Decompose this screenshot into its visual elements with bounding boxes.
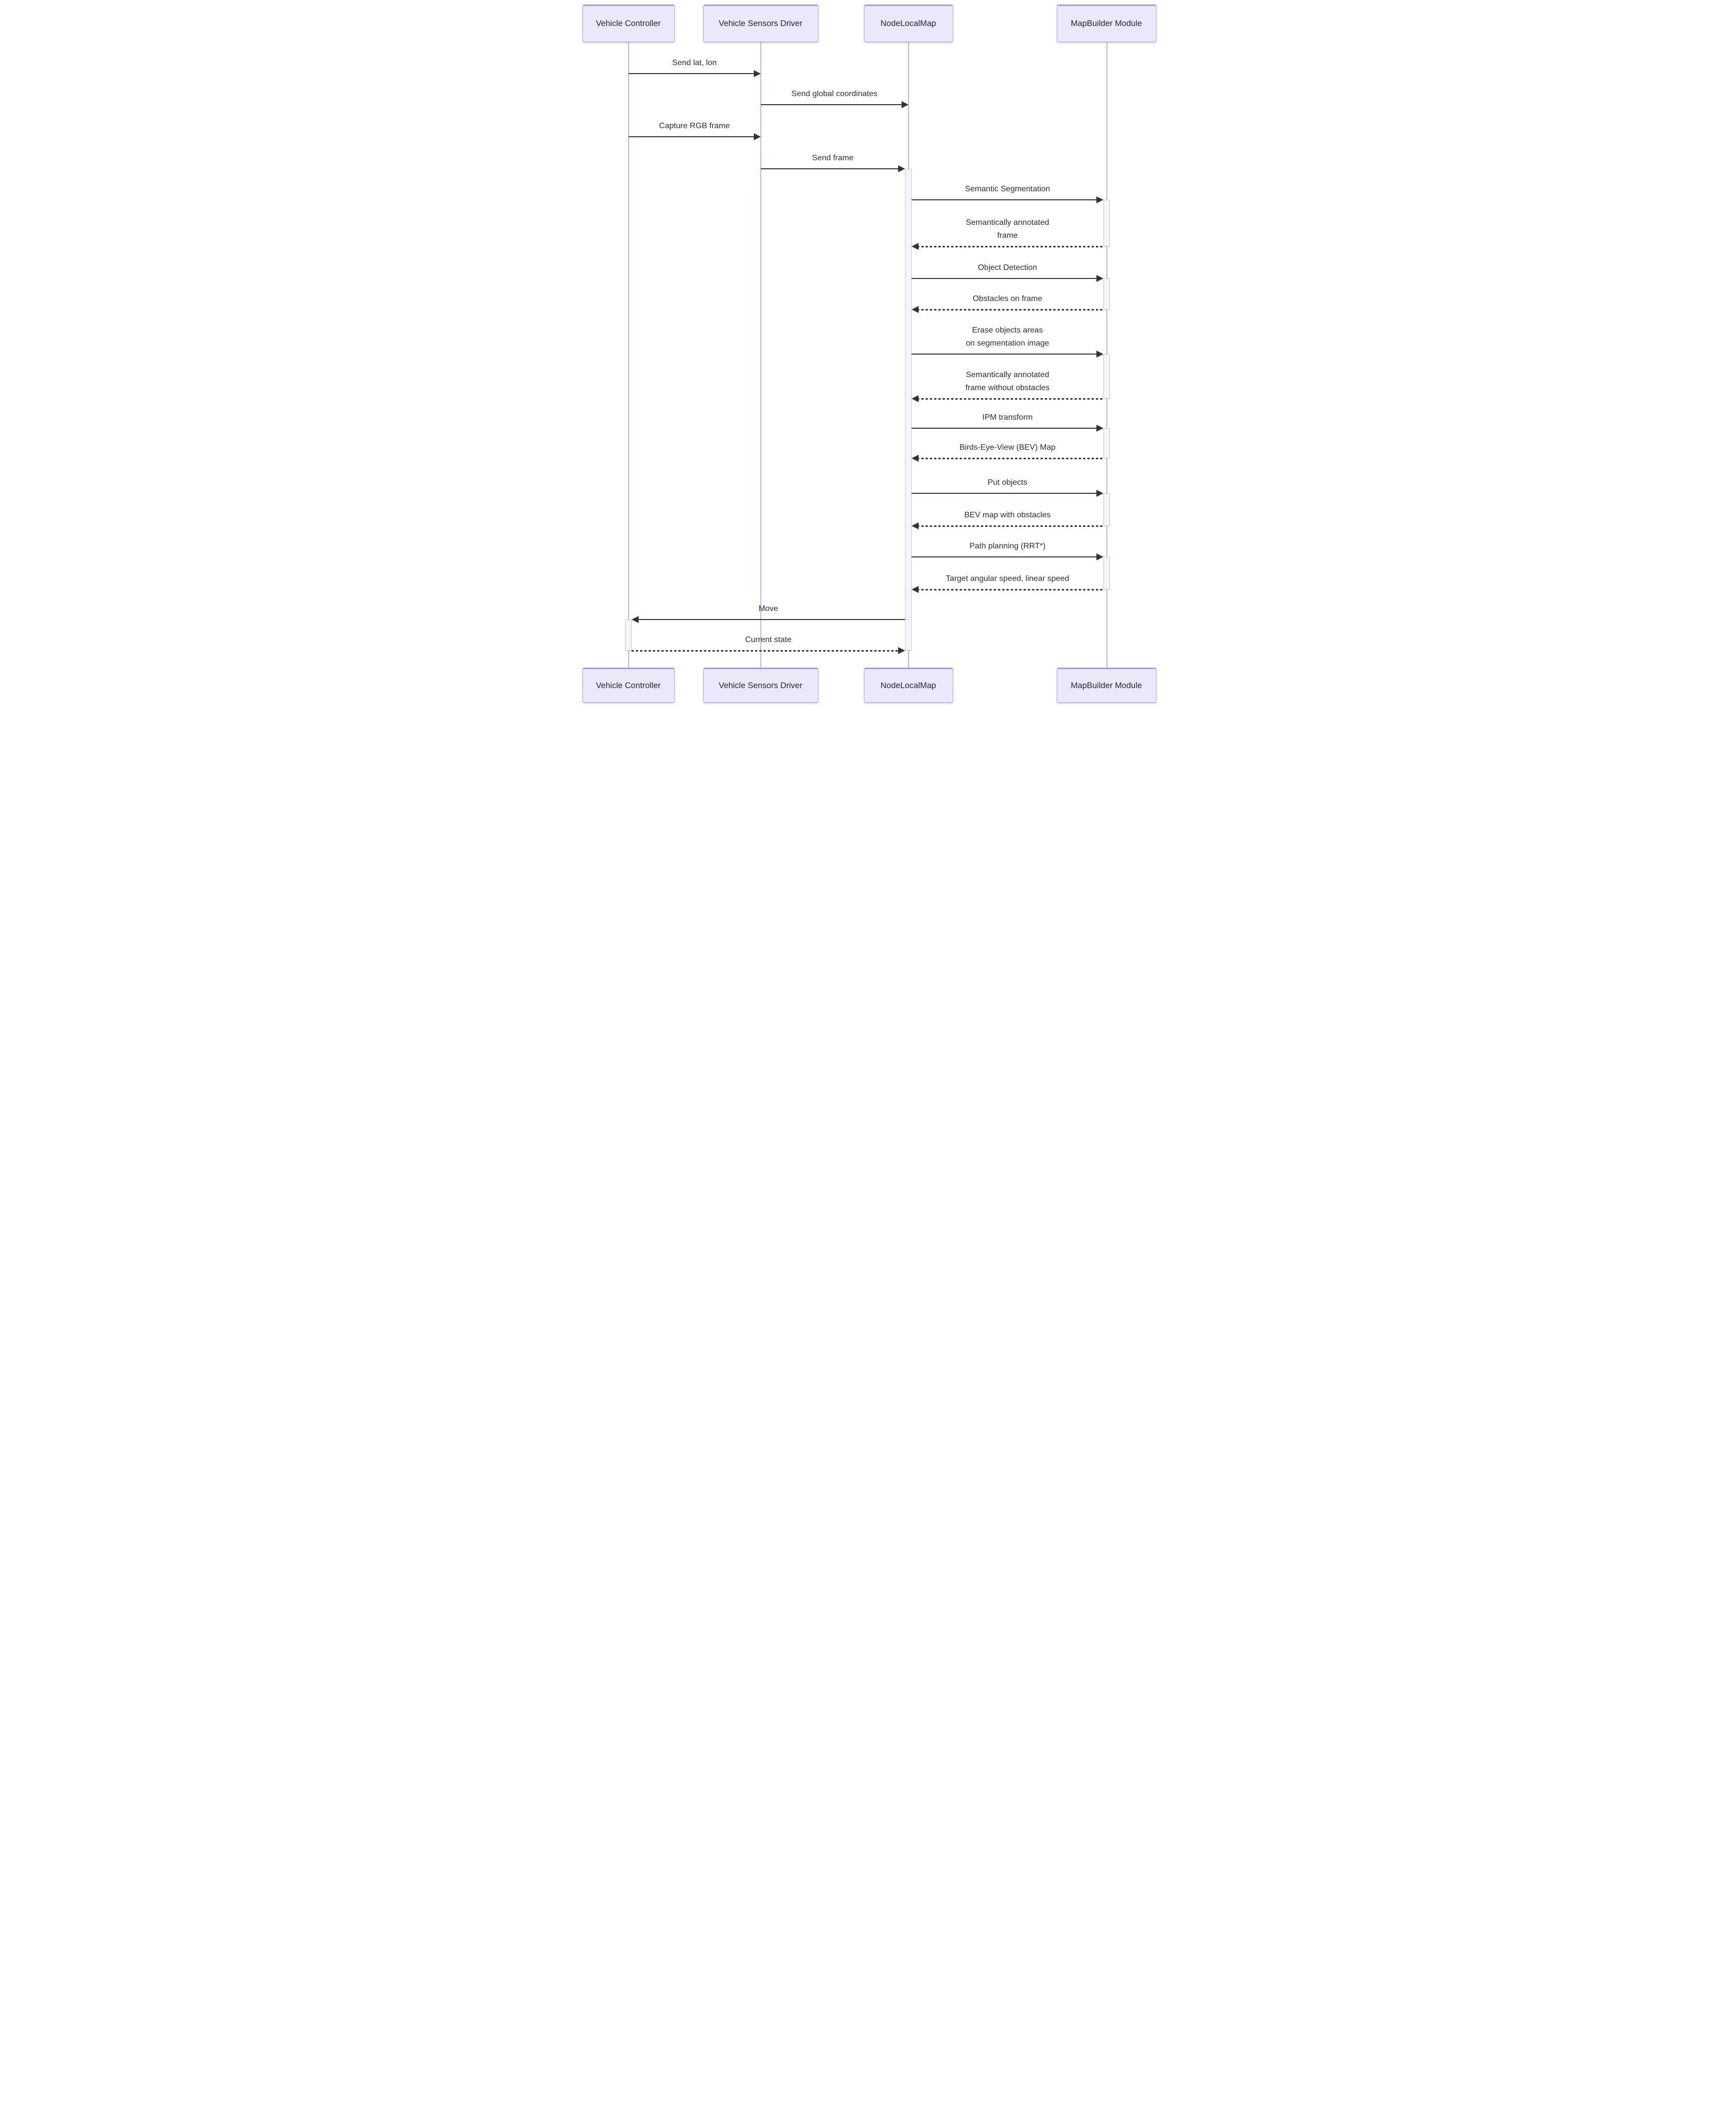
participant-label: Vehicle Controller — [596, 19, 661, 28]
message-label: Obstacles on frame — [973, 294, 1042, 303]
arrowhead-icon — [901, 101, 909, 108]
activation-bar — [625, 620, 632, 651]
participant-mapbuilder-module-bottom: MapBuilder Module — [1056, 668, 1156, 703]
arrowhead-icon — [632, 616, 639, 623]
message-line — [760, 168, 900, 169]
message-return-line — [917, 589, 1103, 590]
message-label: BEV map with obstacles — [964, 511, 1051, 519]
message-label: Semantically annotated frame — [966, 218, 1049, 240]
arrowhead-icon — [912, 586, 919, 593]
message-line — [912, 278, 1098, 279]
message-label: Object Detection — [978, 263, 1037, 272]
message-label: Put objects — [987, 478, 1028, 487]
arrowhead-icon — [898, 165, 905, 172]
participant-vehicle-sensors-driver-top: Vehicle Sensors Driver — [703, 5, 818, 42]
message-line — [628, 73, 755, 74]
participant-mapbuilder-module-top: MapBuilder Module — [1056, 5, 1156, 42]
message-label: Capture RGB frame — [659, 122, 730, 130]
arrowhead-icon — [1096, 275, 1103, 282]
activation-bar — [1103, 200, 1110, 246]
participant-label: MapBuilder Module — [1070, 681, 1142, 690]
message-label: Send lat, lon — [672, 59, 717, 67]
message-return-line — [632, 650, 900, 652]
message-return-line — [917, 246, 1103, 247]
arrowhead-icon — [1096, 196, 1103, 203]
message-return-line — [917, 458, 1103, 459]
arrowhead-icon — [912, 395, 919, 402]
message-label: Birds-Eye-View (BEV) Map — [959, 443, 1056, 452]
arrowhead-icon — [1096, 351, 1103, 358]
message-line — [628, 136, 755, 137]
message-label: Target angular speed, linear speed — [946, 574, 1069, 583]
message-line — [912, 199, 1098, 200]
message-label: Send frame — [812, 154, 854, 162]
message-return-line — [917, 525, 1103, 527]
activation-bar — [1103, 493, 1110, 526]
arrowhead-icon — [1096, 553, 1103, 560]
message-return-line — [917, 398, 1103, 400]
message-line — [912, 556, 1098, 557]
participant-vehicle-sensors-driver-bottom: Vehicle Sensors Driver — [703, 668, 818, 703]
participant-nodelocalmap-bottom: NodeLocalMap — [863, 668, 953, 703]
arrowhead-icon — [912, 522, 919, 529]
message-label: Erase objects areas on segmentation imag… — [966, 326, 1049, 348]
message-label: Current state — [745, 636, 792, 644]
message-line — [912, 428, 1098, 429]
message-line — [637, 619, 905, 620]
arrowhead-icon — [912, 306, 919, 313]
participant-label: Vehicle Sensors Driver — [719, 681, 802, 690]
activation-bar — [1103, 354, 1110, 399]
arrowhead-icon — [753, 70, 761, 77]
participant-label: MapBuilder Module — [1070, 19, 1142, 28]
arrowhead-icon — [1096, 490, 1103, 497]
message-label: IPM transform — [982, 413, 1033, 422]
participant-label: Vehicle Sensors Driver — [719, 19, 802, 28]
message-line — [760, 104, 903, 105]
arrowhead-icon — [753, 133, 761, 140]
message-label: Semantic Segmentation — [965, 185, 1050, 193]
message-label: Move — [758, 604, 778, 613]
lifeline — [628, 42, 629, 668]
arrowhead-icon — [912, 243, 919, 250]
participant-label: Vehicle Controller — [596, 681, 661, 690]
message-return-line — [917, 309, 1103, 311]
arrowhead-icon — [898, 647, 905, 654]
activation-bar — [1103, 428, 1110, 458]
message-line — [912, 354, 1098, 355]
participant-label: NodeLocalMap — [881, 681, 936, 690]
activation-bar — [1103, 278, 1110, 310]
arrowhead-icon — [1096, 425, 1103, 432]
participant-vehicle-controller-bottom: Vehicle Controller — [582, 668, 675, 703]
activation-bar — [1103, 557, 1110, 589]
arrowhead-icon — [912, 455, 919, 462]
message-label: Send global coordinates — [791, 90, 878, 98]
message-label: Path planning (RRT*) — [969, 542, 1046, 550]
participant-label: NodeLocalMap — [881, 19, 936, 28]
participant-vehicle-controller-top: Vehicle Controller — [582, 5, 675, 42]
activation-bar — [905, 169, 912, 651]
participant-nodelocalmap-top: NodeLocalMap — [863, 5, 953, 42]
lifeline — [760, 42, 761, 668]
message-line — [912, 493, 1098, 494]
message-label: Semantically annotated frame without obs… — [965, 371, 1050, 392]
